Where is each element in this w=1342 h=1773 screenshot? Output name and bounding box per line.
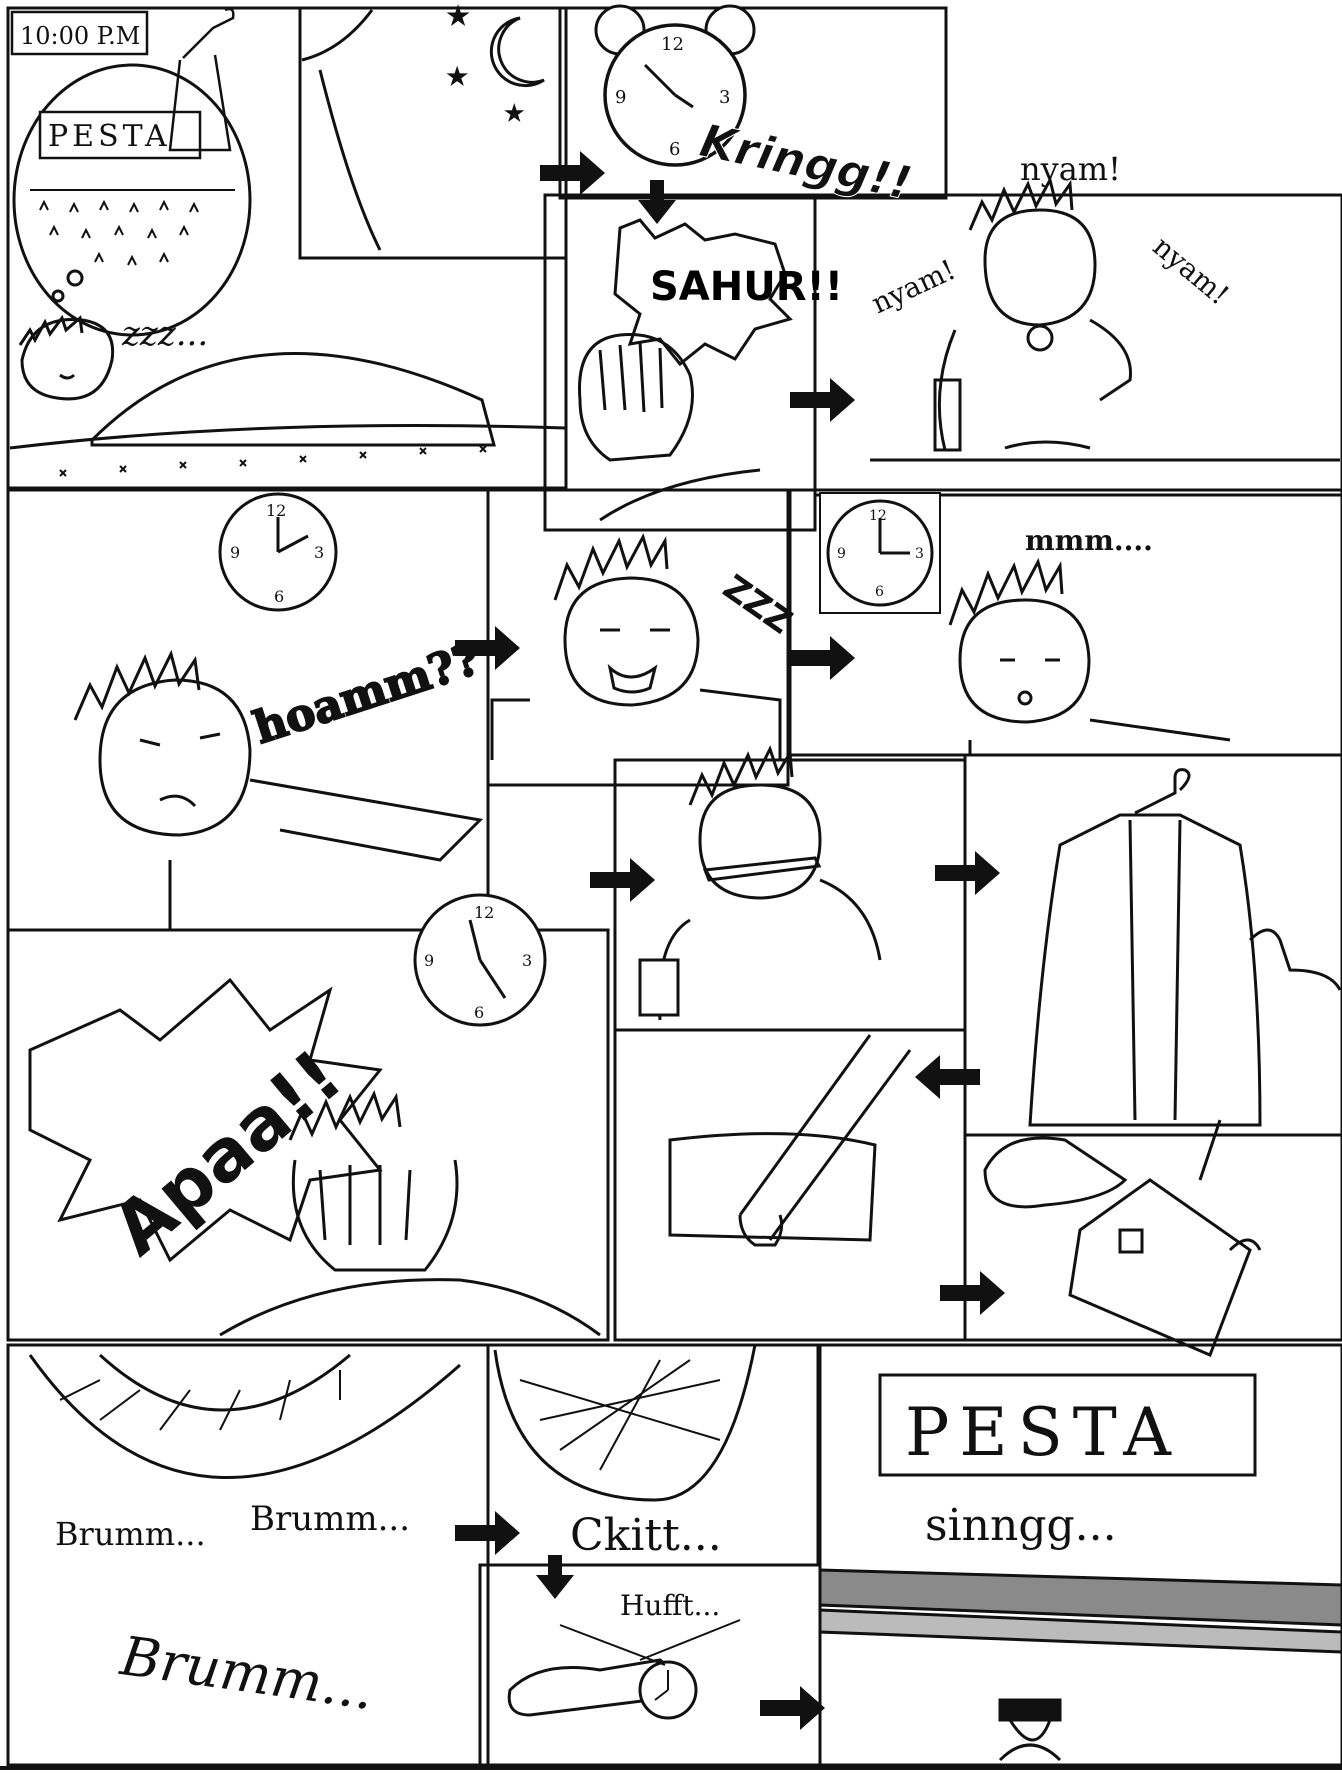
arrow-icon: [540, 151, 605, 195]
panel-9: [6, 928, 610, 1342]
svg-text:3: 3: [314, 543, 324, 562]
eat-sound-1: nyam!: [1020, 150, 1121, 188]
svg-text:12: 12: [869, 508, 887, 524]
arrow-icon: [940, 1271, 1005, 1315]
svg-text:12: 12: [474, 903, 494, 922]
sahur-burst: [613, 218, 793, 367]
coat-hanger-icon: [168, 7, 235, 152]
star-icon: ★: [450, 6, 466, 27]
svg-text:9: 9: [424, 951, 434, 970]
svg-text:6: 6: [875, 584, 884, 600]
arrow-icon: [790, 378, 855, 422]
sigh-sound: Hufft...: [620, 1589, 720, 1622]
arrow-icon: [915, 1055, 980, 1099]
dream-sign-text: PESTA: [48, 119, 171, 154]
wheel-icon: [493, 1344, 757, 1502]
star-icon: ★: [450, 67, 464, 86]
night-scene: ★ ★ ★: [301, 5, 545, 251]
arrow-icon: [536, 1555, 574, 1599]
arrow-icon: [638, 180, 676, 224]
clock-12: 12: [661, 34, 684, 55]
sleeping-boy-icon: [18, 314, 496, 447]
svg-text:3: 3: [522, 951, 532, 970]
shocked-boy-back-icon: [219, 1090, 601, 1337]
packing-hand-icon: [668, 1034, 912, 1247]
svg-text:6: 6: [274, 587, 284, 606]
wall-clock-icon: 12 3 6 9: [218, 492, 338, 612]
svg-text:9: 9: [837, 546, 846, 562]
wall-clock-icon-2: 12 3 6 9: [819, 492, 941, 614]
shirt-hanger-icon: [1028, 768, 1342, 1127]
brushing-boy-icon: [638, 745, 882, 1021]
engine-sound-2: Brumm...: [250, 1499, 410, 1539]
mumble-sound: mmm....: [1025, 524, 1153, 557]
arrow-icon: [455, 626, 520, 670]
moon-icon: [489, 16, 545, 88]
panel-2: [298, 6, 568, 260]
shoe-bag-icon: [983, 1119, 1262, 1357]
dream-bubble: [12, 63, 252, 337]
clock-6: 6: [669, 139, 680, 160]
eating-boy-icon: [870, 175, 1340, 462]
panel-17: [818, 1343, 1342, 1767]
panel-7: [486, 488, 790, 787]
svg-text:3: 3: [915, 546, 924, 562]
engine-sound-1: Brumm...: [55, 1515, 206, 1553]
panel-13: [963, 1133, 1342, 1342]
transition-arrows: [455, 151, 1005, 1730]
sleepy-boy-icon: [948, 558, 1231, 754]
dream-crowd-icon: [30, 189, 235, 266]
arrow-icon: [590, 858, 655, 902]
arrow-icon: [455, 1511, 520, 1555]
venue-sign: PESTA: [878, 1373, 1257, 1477]
speedometer-icon: [28, 1353, 461, 1479]
time-label: 10:00 P.M: [20, 22, 140, 50]
sahur-shout: SAHUR!!: [650, 264, 843, 310]
wall-clock-icon-3: 12 3 6 9: [413, 893, 547, 1027]
quiet-sound: sinngg...: [925, 1500, 1117, 1551]
venue-sign-text: PESTA: [905, 1394, 1181, 1471]
clock-9: 9: [615, 87, 626, 108]
sleep-sound: zzz...: [121, 314, 208, 354]
panel-frames: [6, 6, 1342, 1767]
yawning-boy-icon: [73, 649, 484, 930]
empty-venue: [818, 1568, 1342, 1762]
svg-text:9: 9: [230, 543, 240, 562]
svg-text:12: 12: [266, 501, 286, 520]
brake-sound: Ckitt...: [570, 1510, 722, 1561]
star-icon: ★: [508, 106, 521, 122]
arrow-icon: [935, 851, 1000, 895]
panel-5: [813, 193, 1342, 497]
clock-3: 3: [719, 87, 730, 108]
waking-boy-icon: [578, 333, 761, 522]
arrow-icon: [760, 1686, 825, 1730]
wrist-watch-icon: [507, 1619, 741, 1720]
svg-text:6: 6: [474, 1003, 484, 1022]
arrow-icon: [790, 636, 855, 680]
time-box: 10:00 P.M: [10, 10, 149, 56]
panel-3: [558, 6, 948, 200]
alarm-clock-icon: 12 3 6 9: [594, 4, 756, 167]
dozing-boy-icon: [490, 533, 782, 760]
bed-edge: [9, 424, 566, 477]
